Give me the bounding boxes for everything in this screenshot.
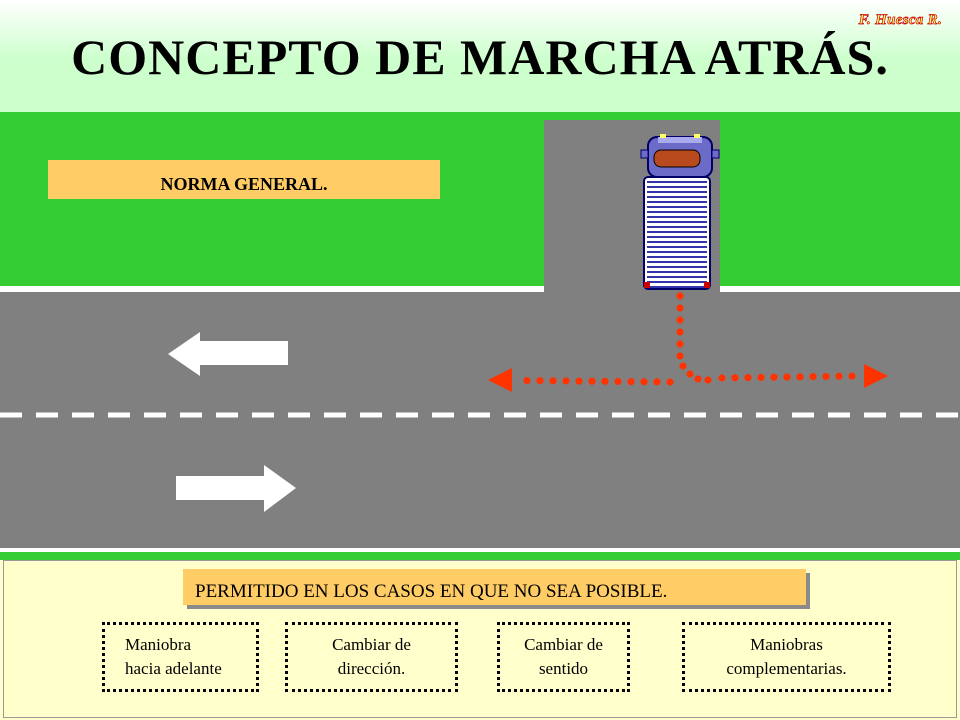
path-dot <box>640 378 648 386</box>
path-dot <box>549 377 557 385</box>
path-dot <box>744 374 752 382</box>
case-line: Cambiar de <box>524 635 603 654</box>
page-title: CONCEPTO DE MARCHA ATRÁS. <box>71 29 889 85</box>
author-credit: F. Huesca R. <box>858 12 942 29</box>
path-dot <box>704 376 712 384</box>
path-dot <box>809 373 817 381</box>
path-dot <box>835 372 843 380</box>
norma-general-box: NORMA GENERAL. <box>48 160 440 199</box>
path-dot <box>536 377 544 385</box>
case-change-sense: Cambiar de sentido <box>497 622 630 692</box>
case-line: dirección. <box>337 659 406 678</box>
path-dot <box>666 378 674 386</box>
header: F. Huesca R. CONCEPTO DE MARCHA ATRÁS. <box>0 0 960 112</box>
arrow-right-icon <box>176 465 296 512</box>
grass-strip <box>0 552 960 560</box>
permitted-box: PERMITIDO EN LOS CASOS EN QUE NO SEA POS… <box>183 569 806 605</box>
arrow-left-icon <box>168 332 288 376</box>
path-dot <box>676 352 684 360</box>
truck-top-view-icon <box>640 134 720 290</box>
grass-area <box>0 112 960 286</box>
path-dot <box>676 328 684 336</box>
permitted-text: PERMITIDO EN LOS CASOS EN QUE NO SEA POS… <box>195 581 668 602</box>
case-forward-maneuver: Maniobra hacia adelante <box>102 622 259 692</box>
path-dot <box>731 374 739 382</box>
road-surface <box>0 292 960 548</box>
path-dot <box>694 375 702 383</box>
case-change-direction: Cambiar de dirección. <box>285 622 458 692</box>
path-dot <box>718 374 726 382</box>
path-dot <box>601 377 609 385</box>
path-dot <box>676 292 684 300</box>
path-arrowhead-right <box>864 364 888 388</box>
path-dot <box>848 372 856 380</box>
path-dot <box>676 316 684 324</box>
case-complementary-maneuvers: Maniobras complementarias. <box>682 622 891 692</box>
path-dot <box>588 377 596 385</box>
case-line: complementarias. <box>726 659 847 678</box>
path-dot <box>757 373 765 382</box>
path-dot <box>614 377 622 386</box>
path-dot <box>562 377 570 385</box>
case-line: hacia adelante <box>125 659 222 678</box>
path-dot <box>676 304 684 312</box>
norma-general-label: NORMA GENERAL. <box>160 174 328 194</box>
case-line: Maniobra <box>125 635 192 654</box>
path-dot <box>822 372 830 381</box>
curb-line <box>0 548 960 552</box>
path-dot <box>770 373 778 381</box>
path-arrowhead-left <box>488 368 512 392</box>
path-dot <box>783 373 791 381</box>
case-line: Maniobras <box>750 635 823 654</box>
case-line: sentido <box>538 659 589 678</box>
path-dot <box>575 377 583 385</box>
path-dot <box>679 362 687 370</box>
path-dot <box>676 340 684 348</box>
path-dot <box>686 370 694 378</box>
road-scene <box>0 112 960 560</box>
path-dot <box>796 373 804 381</box>
path-dot <box>523 376 531 385</box>
case-line: Cambiar de <box>332 635 411 654</box>
path-dot <box>627 378 635 386</box>
path-dot <box>653 378 661 386</box>
reverse-path-dots <box>523 292 856 386</box>
